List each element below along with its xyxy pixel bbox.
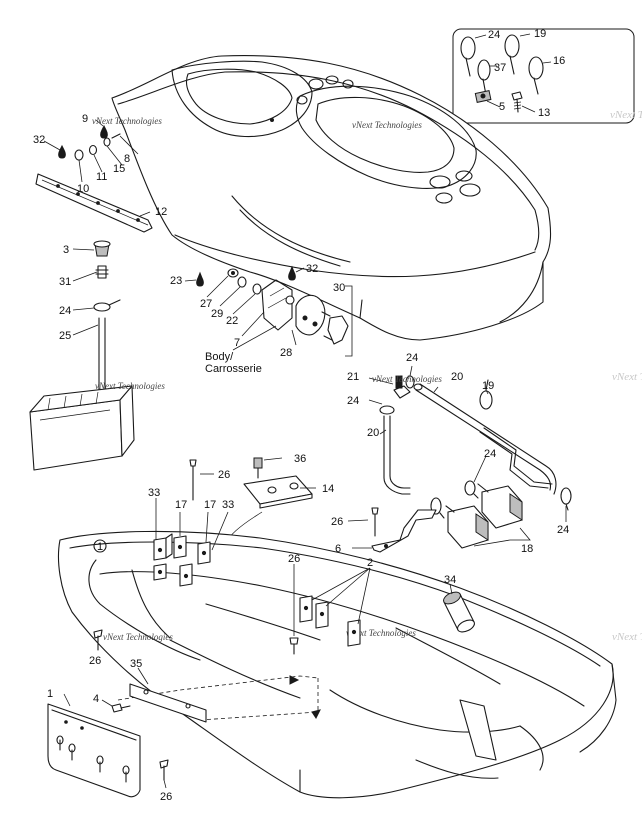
callout-26-center: 26 [288,553,300,565]
callout-16: 16 [553,55,565,67]
rivet-26-center: 26 [288,553,300,655]
callout-7: 7 [234,337,240,349]
callout-22: 22 [226,315,238,327]
callout-37: 37 [494,62,506,74]
callout-5: 5 [499,101,505,113]
hull-mark-1: 1 [97,541,103,553]
brackets-33-17: 33 17 17 33 [148,487,234,587]
callout-6: 6 [335,543,341,555]
callout-18: 18 [521,543,533,555]
screw-4: 4 [93,693,131,713]
callout-26-mid: 26 [331,516,343,528]
battery: vNext Technologies [29,381,165,471]
callout-33-right: 33 [222,499,234,511]
callout-21: 21 [347,371,359,383]
callout-31: 31 [59,276,71,288]
callout-28: 28 [280,347,292,359]
filters-18: 18 [445,483,533,555]
vent-clamps-right: 24 24 [430,448,572,536]
callout-20-lower: 20 [367,427,379,439]
hardware-inset: 24 19 37 16 5 13 [452,28,635,124]
line-assembly-right: 21 24 24 20 19 20 vNext Technologies [347,352,557,495]
callout-2: 2 [367,557,373,569]
callout-14: 14 [322,483,334,495]
callout-8: 8 [124,153,130,165]
callout-13: 13 [538,107,550,119]
watermark-top-left: vNext Technologies [92,116,162,126]
callout-32-center: 32 [306,263,318,275]
watermark-deck: vNext Technologies [352,120,422,130]
callout-12: 12 [155,206,167,218]
callout-17-right: 17 [204,499,216,511]
callout-24-fuel-top: 24 [347,395,359,407]
clamp-19-inset [504,34,520,75]
rivet-26-left: 26 [89,629,103,667]
rub-rail-assembly: 32 10 11 15 8 9 12 vNext Technologies [33,113,167,233]
callout-9: 9 [82,113,88,125]
callout-36: 36 [294,453,306,465]
callout-24-clamp-b: 24 [557,524,569,536]
callout-1: 1 [47,688,53,700]
callout-15: 15 [113,163,125,175]
callout-33-left: 33 [148,487,160,499]
speed-nut-5 [474,90,492,103]
fitting-34: 34 [443,574,475,633]
callout-24-left: 24 [59,305,71,317]
screw-13 [511,91,523,113]
callout-26-upper: 26 [218,469,230,481]
callout-35: 35 [130,658,142,670]
callout-25: 25 [59,330,71,342]
rivet-26-bottom: 26 [159,759,172,803]
watermark-fuel: vNext Technologies [372,374,442,384]
callout-32-left: 32 [33,134,45,146]
bracket-6: 6 [335,509,437,555]
callout-24-inset: 24 [488,29,500,41]
body-label: Body/ [205,351,234,363]
callout-4: 4 [93,693,99,705]
clamp-16-inset [528,56,544,95]
rivet-26-mid: 26 [331,507,379,537]
watermark-ghost-2: vNext Technologies [612,371,642,383]
lower-hull: 1 vNext Technologies vNext Technologies [57,530,617,799]
upper-body-deck: vNext Technologies [111,55,552,341]
carrosserie-label: Carrosserie [205,363,262,375]
callout-3: 3 [63,244,69,256]
callout-19-inset: 19 [534,28,546,40]
cover-1: 1 [47,688,141,798]
callout-19: 19 [482,380,494,392]
callout-26-left: 26 [89,655,101,667]
callout-23: 23 [170,275,182,287]
edge-watermarks: vNext Technologies vNext Technologies vN… [610,109,642,643]
callout-26-bottom: 26 [160,791,172,803]
callout-29: 29 [211,308,223,320]
callout-30: 30 [333,282,345,294]
callout-11: 11 [96,171,107,183]
callout-17-left: 17 [175,499,187,511]
steering-bracket-assembly: 23 27 29 22 7 28 32 30 Body/ Carrosserie [170,263,353,375]
watermark-hull-right: vNext Technologies [346,628,416,638]
callout-27: 27 [200,298,212,310]
rivet-26-upper: 26 [189,459,230,501]
plate-35: 35 [129,658,207,723]
callout-24-fuel-upper: 24 [406,352,418,364]
brackets-2: 2 [299,557,373,647]
callout-34: 34 [444,574,456,586]
watermark-battery: vNext Technologies [95,381,165,391]
watermark-ghost-3: vNext Technologies [612,631,642,643]
watermark-hull-left: vNext Technologies [103,632,173,642]
callout-10: 10 [77,183,89,195]
callout-24-clamp-a: 24 [484,448,496,460]
clamp-24-inset [460,36,476,77]
callout-20-upper: 20 [451,371,463,383]
watermark-ghost-1: vNext Technologies [610,109,642,121]
